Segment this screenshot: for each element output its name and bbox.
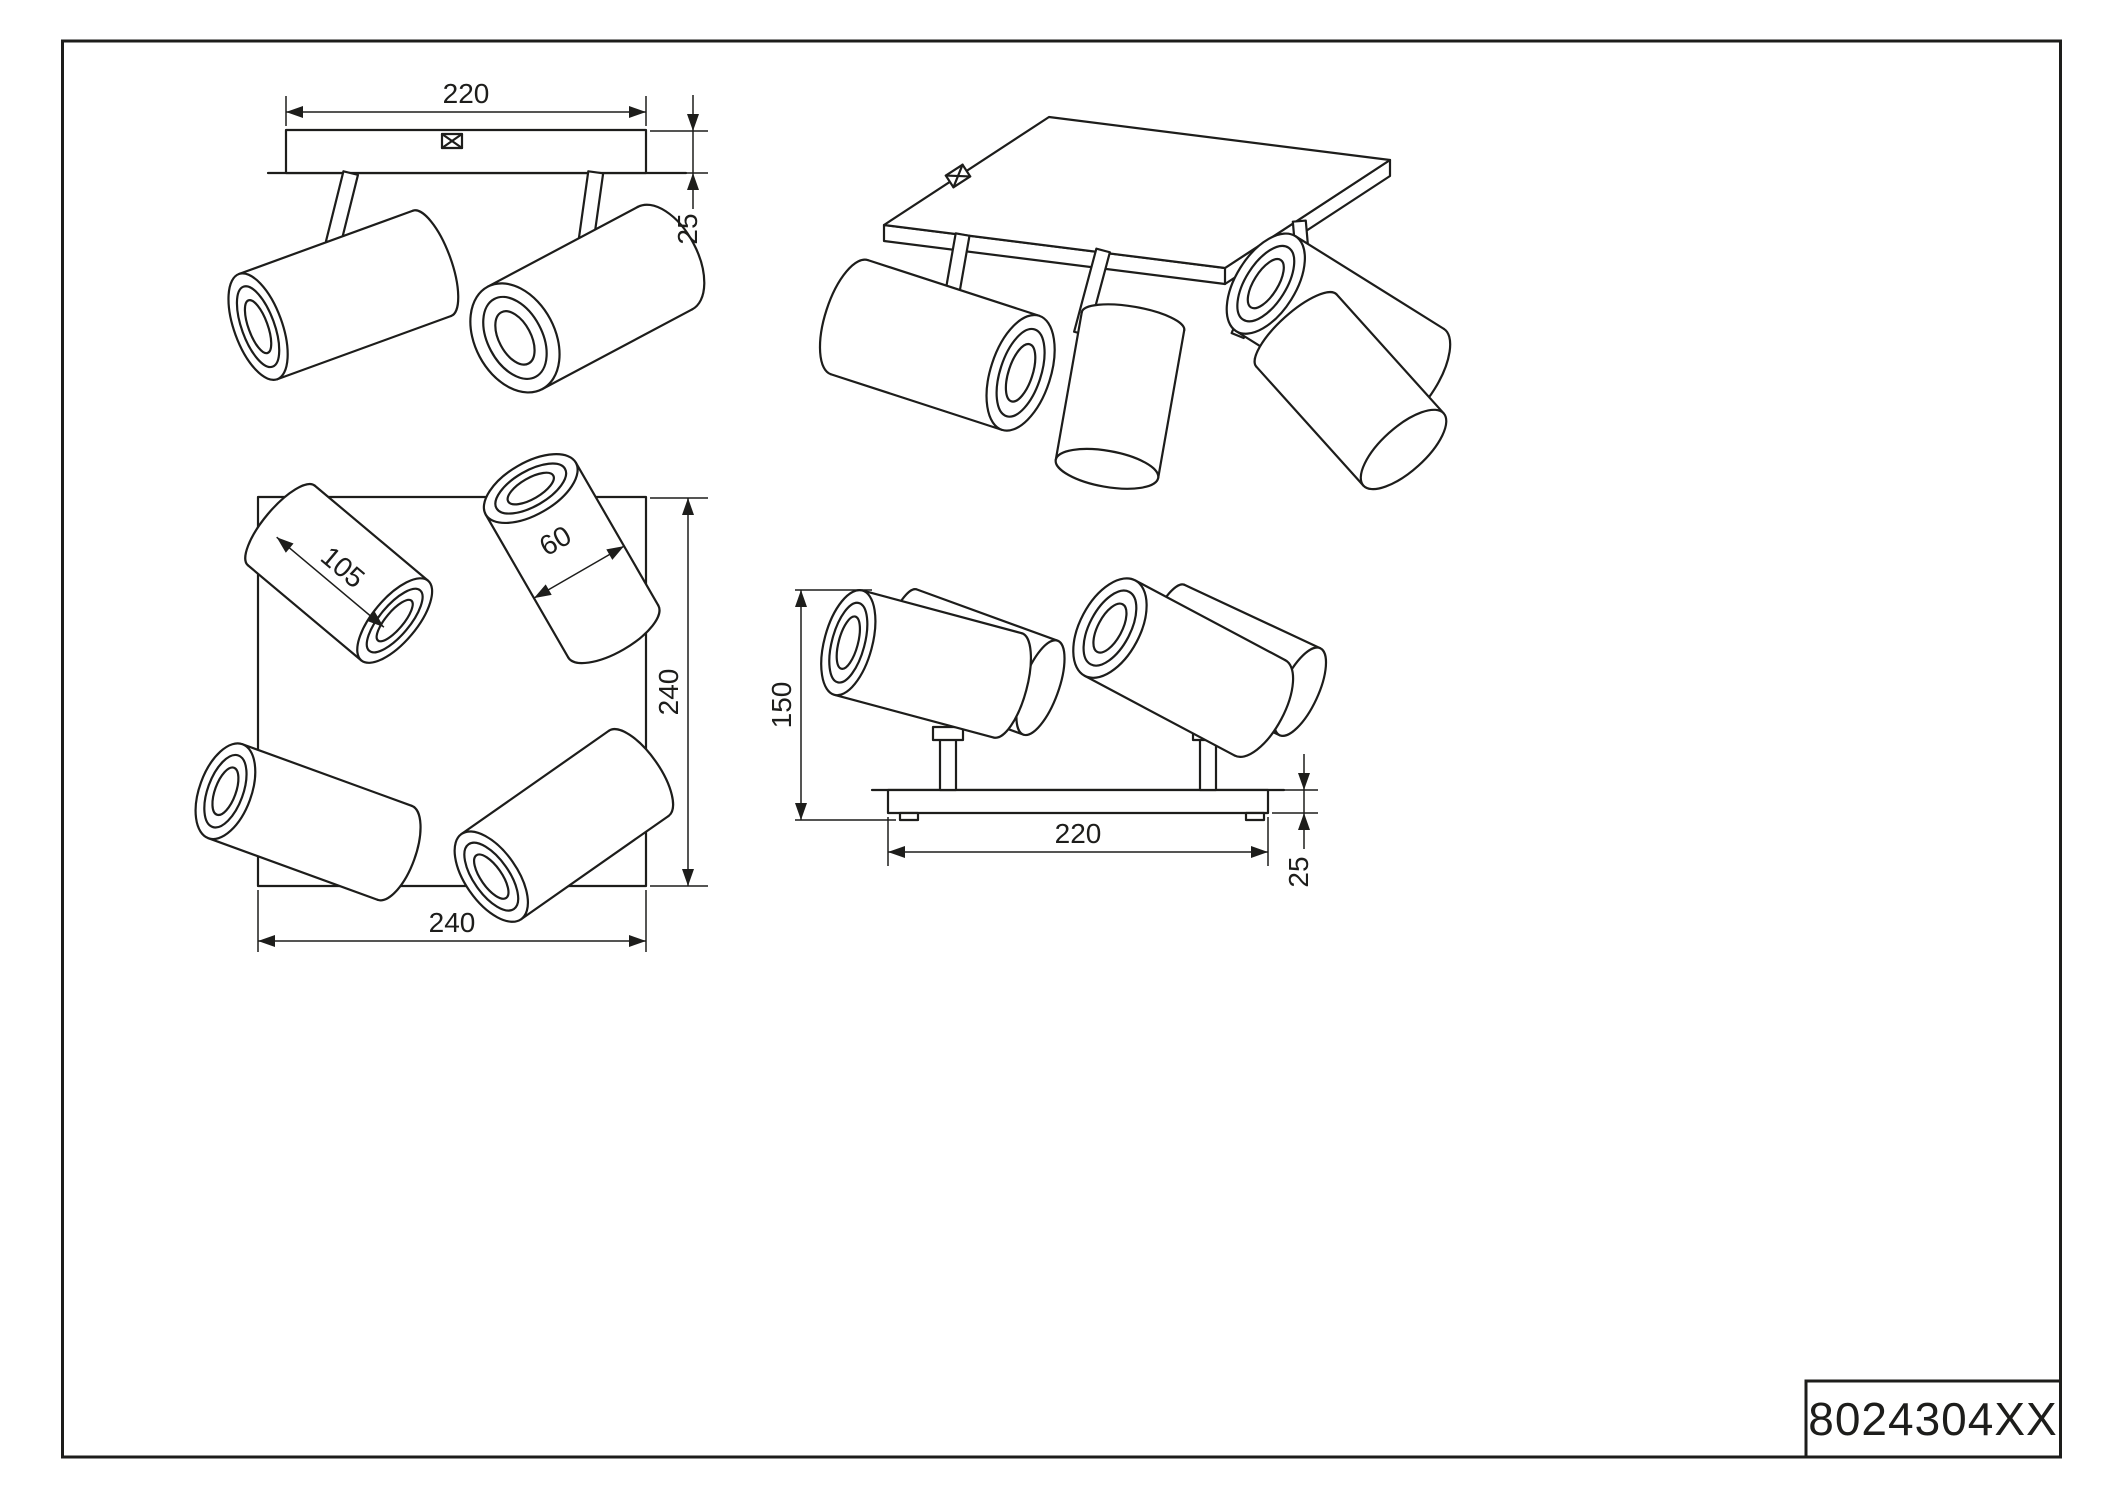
dimension: 240 [653,498,694,886]
part-number: 8024304XX [1808,1393,2057,1445]
dimension: 25 [672,95,703,245]
pivot-block [931,725,965,742]
side-view: 150 220 25 [766,577,1328,888]
spotlight-cylinder [194,742,422,902]
plate-outline [256,495,648,888]
spotlight-cylinder [820,589,1033,739]
dimension-label: 240 [429,907,476,938]
title-block-border [1804,1379,2062,1459]
spotlight-cylinder [227,209,460,381]
dimension [533,545,625,599]
spotlight-cylinder [1072,577,1295,758]
dimension: 25 [1283,754,1314,888]
dimension-label: 240 [653,669,684,716]
dimension-label: 220 [1055,818,1102,849]
front-view: 220 25 [227,78,708,394]
dimension-label: 150 [766,682,797,729]
plate-foot [898,811,920,822]
dimension: 240 [258,907,646,947]
spotlight-cylinder [453,728,675,923]
spotlight-cylinder [1253,291,1448,491]
spotlight-cylinder [482,453,661,665]
plate-foot [1244,811,1266,822]
dimension: 220 [286,78,646,118]
screw-detail [440,132,464,150]
dimension-label: 220 [443,78,490,109]
drawing-frame [61,39,2062,1459]
title-block: 8024304XX [1804,1379,2062,1459]
spotlight-cylinder [818,258,1056,432]
screw-detail [944,163,972,189]
spotlight-cylinder [1054,303,1186,490]
dimension: 150 [766,590,807,820]
dimension-label: 25 [672,213,703,244]
mounting-plate [886,788,1270,815]
dimension-label: 25 [1283,856,1314,887]
ceiling-plate [882,115,1392,270]
dimension: 220 [888,818,1268,858]
perspective-view [818,115,1452,491]
mounting-plate [284,128,648,175]
spotlight-cylinder [469,203,706,394]
